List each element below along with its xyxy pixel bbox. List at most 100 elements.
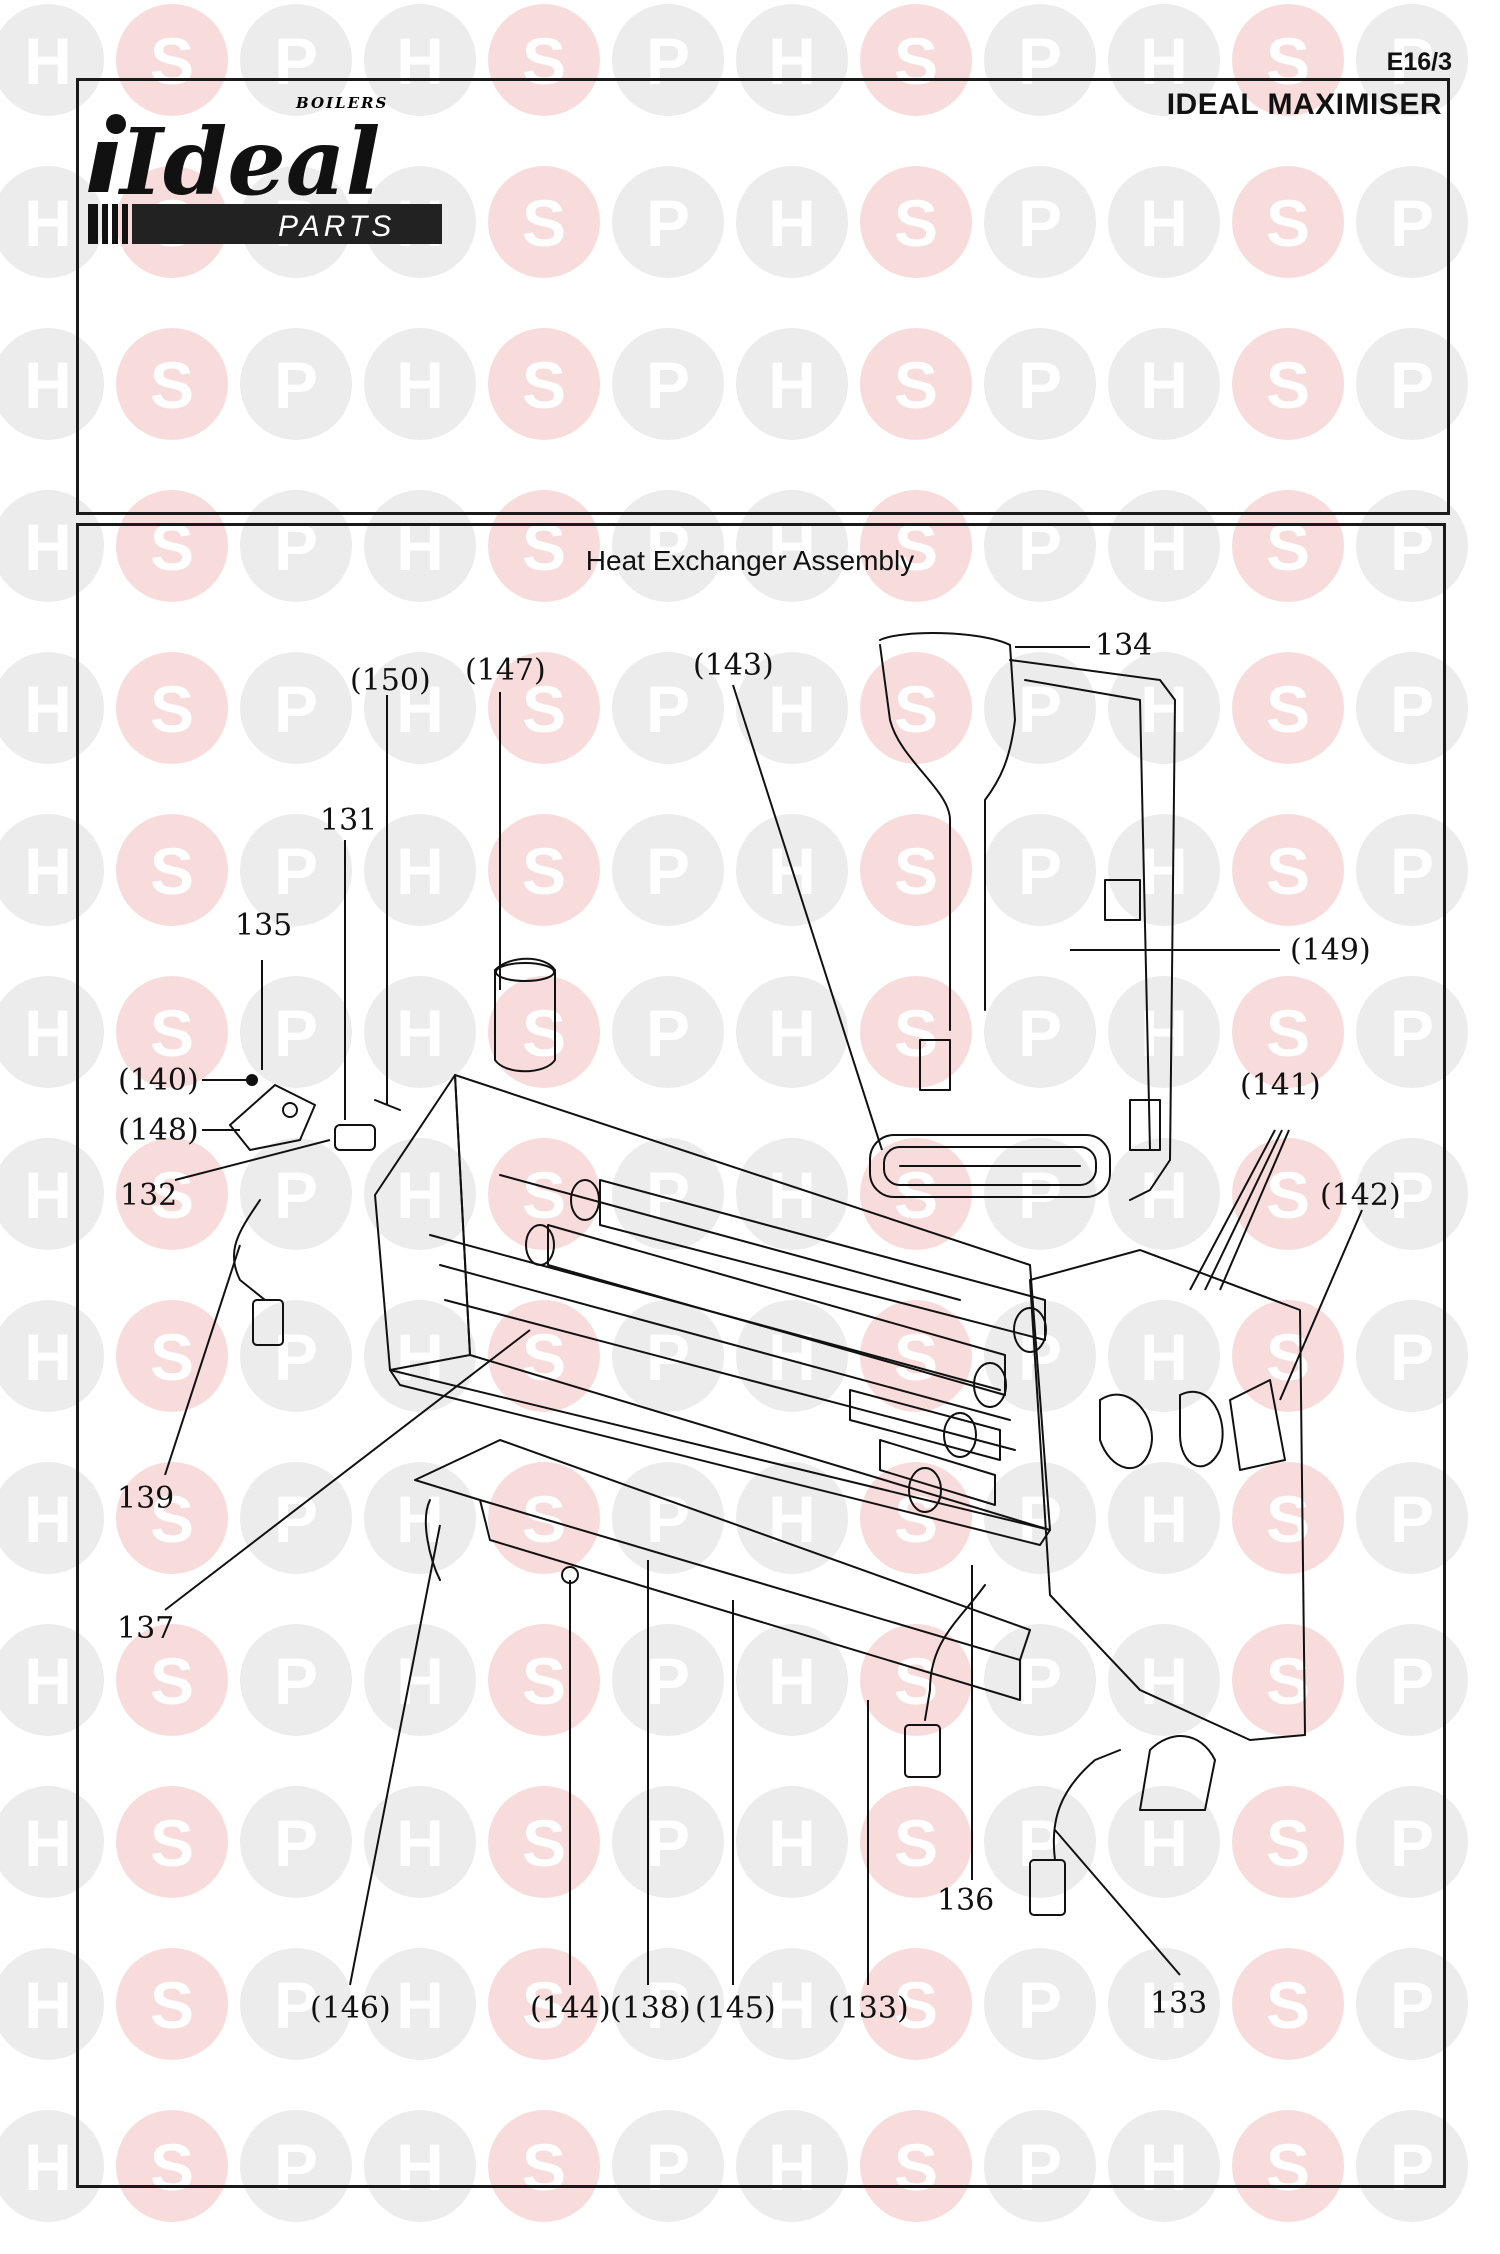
watermark-circle <box>860 1786 972 1898</box>
watermark-circle <box>364 1138 476 1250</box>
watermark-letter: S <box>150 348 194 422</box>
callout-133-bottom: (133) <box>828 1991 909 2026</box>
watermark-letter: H <box>768 1644 816 1718</box>
watermark-letter: H <box>24 2130 72 2204</box>
watermark-circle <box>736 1624 848 1736</box>
watermark-letter: H <box>768 2130 816 2204</box>
watermark-circle <box>1108 652 1220 764</box>
header-panel <box>76 78 1450 515</box>
watermark-circle <box>488 166 600 278</box>
heat-exchanger-body-part <box>374 1074 1051 1546</box>
watermark-circle <box>1356 1300 1468 1412</box>
watermark-circle <box>860 1300 972 1412</box>
watermark-circle <box>1108 1462 1220 1574</box>
callout-135: 135 <box>235 908 292 943</box>
watermark-letter: H <box>1140 510 1188 584</box>
watermark-circle <box>984 166 1096 278</box>
logo-sub: PARTS <box>278 210 395 243</box>
watermark-circle <box>488 1138 600 1250</box>
watermark-circle <box>364 1786 476 1898</box>
watermark-letter: P <box>646 2130 690 2204</box>
watermark-circle <box>116 1300 228 1412</box>
watermark-letter: P <box>646 996 690 1070</box>
callout-142: (142) <box>1320 1178 1401 1213</box>
callout-139: 139 <box>117 1481 174 1516</box>
watermark-circle <box>1108 1948 1220 2060</box>
watermark-letter: P <box>1390 1482 1434 1556</box>
watermark-letter: H <box>1140 834 1188 908</box>
watermark-letter: H <box>24 510 72 584</box>
watermark-letter: S <box>894 1968 938 2042</box>
watermark-circle <box>1356 1624 1468 1736</box>
watermark-letter: S <box>522 510 566 584</box>
watermark-circle <box>488 1948 600 2060</box>
watermark-circle <box>984 1948 1096 2060</box>
watermark-circle <box>116 814 228 926</box>
watermark-circle <box>612 2110 724 2222</box>
watermark-circle <box>860 976 972 1088</box>
watermark-circle <box>240 1948 352 2060</box>
watermark-letter: H <box>396 2130 444 2204</box>
watermark-circle <box>1356 652 1468 764</box>
watermark-letter: S <box>894 1158 938 1232</box>
burner-bar-part <box>414 1439 1031 1701</box>
watermark-circle <box>984 1462 1096 1574</box>
watermark-circle <box>984 976 1096 1088</box>
watermark-letter: P <box>1390 1320 1434 1394</box>
watermark-circle <box>984 1624 1096 1736</box>
ideal-boilers-logo: BOILERS Ideal PARTS <box>88 94 442 244</box>
watermark-letter: P <box>274 672 318 746</box>
watermark-letter: S <box>1266 996 1310 1070</box>
watermark-circle <box>116 976 228 1088</box>
watermark-letter: S <box>522 1968 566 2042</box>
watermark-circle <box>488 1300 600 1412</box>
watermark-letter: P <box>1018 348 1062 422</box>
watermark-letter: S <box>522 1806 566 1880</box>
watermark-letter: S <box>522 672 566 746</box>
watermark-letter: H <box>768 1968 816 2042</box>
watermark-circle <box>612 652 724 764</box>
watermark-circle <box>116 2110 228 2222</box>
watermark-letter: H <box>768 1158 816 1232</box>
watermark-circle <box>1232 1624 1344 1736</box>
watermark-circle <box>240 976 352 1088</box>
watermark-letter: P <box>1390 1158 1434 1232</box>
watermark-circle <box>1232 1462 1344 1574</box>
watermark-circle <box>240 1300 352 1412</box>
watermark-letter: S <box>522 186 566 260</box>
watermark-letter: P <box>1390 834 1434 908</box>
watermark-letter: S <box>522 834 566 908</box>
watermark-letter: S <box>894 996 938 1070</box>
watermark-circle <box>860 490 972 602</box>
watermark-circle <box>612 328 724 440</box>
watermark-circle <box>1232 814 1344 926</box>
watermark-circle <box>240 490 352 602</box>
finned-tubes-part <box>525 1179 1047 1513</box>
watermark-letter: S <box>522 24 566 98</box>
watermark-letter: P <box>1390 186 1434 260</box>
watermark-letter: S <box>894 834 938 908</box>
watermark-letter: S <box>150 672 194 746</box>
watermark-circle <box>984 328 1096 440</box>
watermark-circle <box>1108 4 1220 116</box>
watermark-letter: P <box>646 1968 690 2042</box>
watermark-letter: P <box>1018 1320 1062 1394</box>
watermark-circle <box>364 814 476 926</box>
watermark-letter: P <box>274 1158 318 1232</box>
watermark-letter: H <box>24 1158 72 1232</box>
callout-134: 134 <box>1095 628 1152 663</box>
watermark-letter: P <box>1390 1968 1434 2042</box>
callout-143: (143) <box>693 648 774 683</box>
watermark-circle <box>488 652 600 764</box>
watermark-circle <box>736 652 848 764</box>
watermark-letter: P <box>1018 1158 1062 1232</box>
watermark-letter: H <box>24 1806 72 1880</box>
watermark-circle <box>612 4 724 116</box>
watermark-circle <box>1108 166 1220 278</box>
watermark-letter: P <box>1390 24 1434 98</box>
watermark-letter: P <box>274 996 318 1070</box>
watermark-circle <box>1108 1786 1220 1898</box>
watermark-letter: S <box>150 2130 194 2204</box>
watermark-letter: P <box>1018 834 1062 908</box>
